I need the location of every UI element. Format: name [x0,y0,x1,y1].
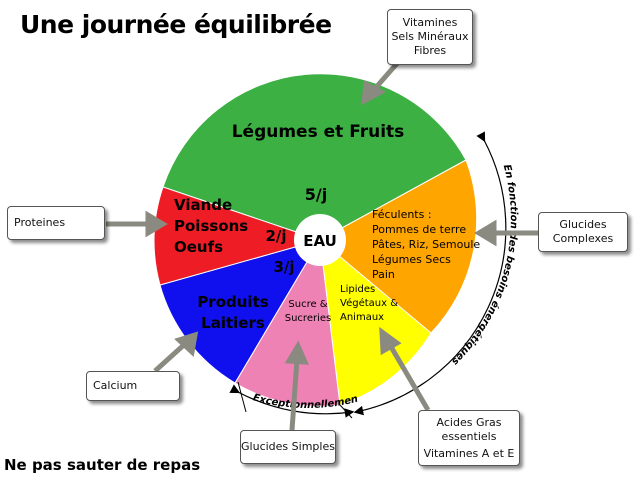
arrow-vitamines [370,58,402,94]
callout-vitamines-line-3: Fibres [413,44,447,57]
tick-sucre-left [237,381,247,413]
label-legumes-fruits: Légumes et Fruits [232,122,405,142]
portion-laitiers: 3/j [273,258,294,276]
label-lipides-2: Végétaux & [340,297,398,309]
label-sucre-2: Sucreries [285,313,331,324]
label-viande-3: Oeufs [174,238,223,256]
portion-legumes: 5/j [305,185,327,204]
callout-glucides-complexes: Glucides Complexes [538,212,628,252]
portion-viande: 2/j [265,227,286,245]
callout-acides-gras-line-3: Vitamines A et E [423,446,515,460]
label-feculents-3: Pâtes, Riz, Semoule [372,238,480,251]
label-feculents-1: Féculents : [372,208,432,221]
label-laitiers-2: Laitiers [201,314,265,332]
arrow-glucides-simples [289,359,300,431]
center-circle [294,214,346,266]
arrow-calcium [153,341,188,373]
callout-acides-gras: Acides Gras essentiels Vitamines A et E [418,410,520,466]
callout-acides-gras-line-2: essentiels [441,429,497,443]
label-laitiers-1: Produits [197,293,268,311]
footer-note: Ne pas sauter de repas [4,456,201,474]
callout-proteines-line-1: Proteines [14,216,66,229]
label-viande-1: Viande [174,196,232,214]
arrow-acides-gras [387,343,431,412]
label-lipides-3: Animaux [340,312,384,323]
arrow-glucides-complexes-head [474,219,497,247]
label-feculents-4: Légumes Secs [372,253,451,266]
arrow-calcium-head [174,331,199,357]
tick-sucre-right [339,404,353,419]
label-viande-2: Poissons [174,217,248,235]
label-feculents-2: Pommes de terre [372,223,466,236]
page-title: Une journée équilibrée [20,10,332,39]
label-sucre-1: Sucre & [288,299,327,310]
arrow-proteines-head [145,210,168,238]
callout-vitamines-line-1: Vitamines [402,16,458,29]
callout-proteines: Proteines [7,206,105,240]
callout-glucides-simples-line-1: Glucides Simples [241,440,335,453]
callout-vitamines-line-2: Sels Minéraux [391,30,469,43]
callout-acides-gras-line-1: Acides Gras [436,415,502,429]
callout-glucides-simples: Glucides Simples [240,430,336,464]
segment-viande [153,186,322,286]
arrow-acides-gras-head [379,326,402,356]
callout-calcium: Calcium [86,371,180,401]
arrow-glucides-simples-head [284,340,309,365]
label-lipides-1: Lipides [340,284,375,295]
arrow-vitamines-head [360,80,387,106]
callout-vitamines: Vitamines Sels Minéraux Fibres [387,9,473,65]
callout-glucides-complexes-line-1: Glucides [559,218,607,231]
label-feculents-5: Pain [372,268,395,281]
callout-glucides-complexes-line-2: Complexes [552,232,614,245]
arc-besoins-energetiques [353,131,507,416]
center-label-eau: EAU [303,232,337,250]
callout-calcium-line-1: Calcium [93,379,138,392]
